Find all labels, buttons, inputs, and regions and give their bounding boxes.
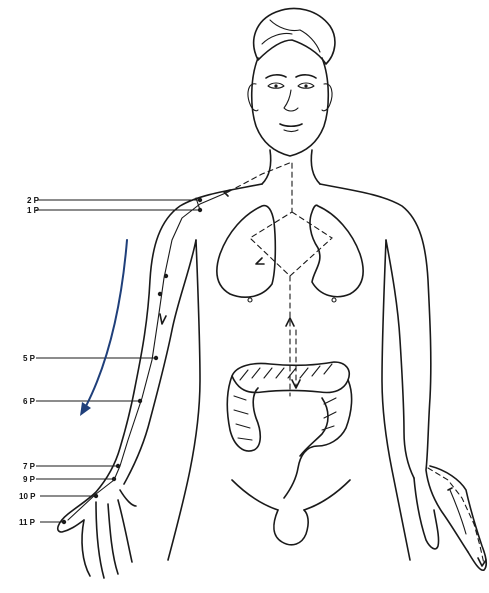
label-10p: 10 P <box>19 492 36 501</box>
acupoint-6p <box>138 399 142 403</box>
acupoint-1p <box>198 208 202 212</box>
label-2p: 2 P <box>27 196 40 205</box>
meridian-internal-path <box>224 162 332 396</box>
acupoints <box>62 198 202 524</box>
label-11p: 11 P <box>19 518 36 527</box>
label-7p: 7 P <box>23 462 36 471</box>
acupoint-9p <box>112 477 116 481</box>
head <box>248 8 335 156</box>
acupoint-7p <box>116 464 120 468</box>
label-1p: 1 P <box>27 206 40 215</box>
label-9p: 9 P <box>23 475 36 484</box>
point-labels: 2 P 1 P 5 P 6 P 7 P 9 P 10 P 11 P <box>19 196 40 527</box>
acupoint-10p <box>94 494 98 498</box>
acupoint-2p <box>198 198 202 202</box>
flow-direction-arrow-icon <box>80 240 127 416</box>
acupoint-3p <box>164 274 168 278</box>
point-leaders <box>36 200 200 522</box>
large-intestine <box>227 362 351 498</box>
label-6p: 6 P <box>23 397 36 406</box>
lungs <box>217 205 363 297</box>
acupoint-4p <box>158 292 162 296</box>
acupoint-5p <box>154 356 158 360</box>
acupoint-11p <box>62 520 66 524</box>
label-5p: 5 P <box>23 354 36 363</box>
